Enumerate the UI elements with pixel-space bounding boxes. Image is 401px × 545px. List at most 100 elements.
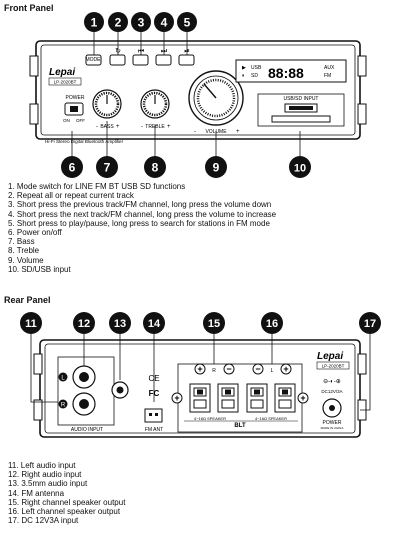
bass-label: BASS bbox=[100, 124, 114, 130]
lcd-display: ▶ ⏸ USB SD 88:88 AUX FM bbox=[235, 59, 347, 83]
svg-text:3: 3 bbox=[138, 16, 145, 30]
usb-port[interactable] bbox=[284, 103, 318, 113]
bass-knob[interactable] bbox=[92, 89, 122, 119]
rear-brand: Lepai bbox=[317, 351, 343, 362]
previous-icon: ⏮ bbox=[138, 48, 144, 55]
fm-antenna-port[interactable] bbox=[144, 408, 163, 423]
svg-text:+: + bbox=[283, 364, 288, 374]
list-item: 6. Power on/off bbox=[8, 228, 62, 238]
svg-text:L: L bbox=[271, 368, 274, 374]
rca-left-jack[interactable] bbox=[72, 365, 96, 389]
dc-polarity-icon: ⊖-◐-⊕ bbox=[323, 379, 341, 385]
list-item: 15. Right channel speaker output bbox=[8, 497, 126, 507]
rca-right-jack[interactable] bbox=[72, 392, 96, 416]
front-panel-title: Front Panel bbox=[4, 3, 54, 13]
svg-text:−: − bbox=[255, 364, 260, 374]
svg-text:R: R bbox=[61, 403, 66, 409]
svg-text:6: 6 bbox=[69, 161, 76, 175]
fm-ant-label: FM ANT bbox=[145, 427, 163, 433]
list-item: 11. Left audio input bbox=[8, 461, 76, 470]
speaker-terminal-r-minus[interactable] bbox=[217, 383, 239, 413]
rear-callouts bbox=[20, 312, 381, 334]
svg-text:USB: USB bbox=[251, 65, 262, 71]
volume-label: VOLUME bbox=[205, 129, 227, 135]
list-item: 17. DC 12V3A input bbox=[8, 516, 79, 526]
list-item: 12. Right audio input bbox=[8, 470, 82, 480]
svg-text:SD: SD bbox=[251, 73, 258, 79]
svg-text:-: - bbox=[194, 129, 196, 135]
svg-text:+: + bbox=[236, 129, 240, 135]
power-label-rear: POWER bbox=[323, 420, 342, 426]
list-item: 5. Short press to play/pause, long press… bbox=[8, 218, 270, 228]
fcc-mark: FC bbox=[149, 389, 160, 398]
svg-text:9: 9 bbox=[213, 161, 220, 175]
svg-text:15: 15 bbox=[208, 318, 220, 330]
power-label: POWER bbox=[66, 95, 85, 101]
svg-text:10: 10 bbox=[294, 163, 306, 175]
svg-text:4: 4 bbox=[161, 16, 168, 30]
dc-power-jack[interactable] bbox=[322, 398, 342, 418]
sd-slot[interactable] bbox=[271, 115, 331, 123]
front-tagline: Hi-Fi Stereo Digital Bluetooth Amplifier bbox=[45, 139, 124, 144]
svg-text:4~16Ω SPEAKER: 4~16Ω SPEAKER bbox=[194, 416, 226, 421]
power-on-label: ON bbox=[63, 118, 70, 123]
front-model: LP-2020BT bbox=[54, 80, 77, 85]
play-pause-icon: ⏯ bbox=[184, 48, 190, 55]
svg-text:-: - bbox=[141, 124, 143, 130]
made-in-label: MADE IN CHINA bbox=[321, 426, 344, 430]
treble-label: TREBLE bbox=[145, 124, 165, 130]
svg-text:FM: FM bbox=[324, 73, 331, 79]
list-item: 14. FM antenna bbox=[8, 488, 65, 498]
list-item: 9. Volume bbox=[8, 255, 44, 265]
list-item: 8. Treble bbox=[8, 246, 40, 256]
svg-text:▶: ▶ bbox=[242, 65, 246, 71]
volume-knob[interactable] bbox=[188, 70, 244, 126]
rear-panel-descriptions: 11. Left audio input 12. Right audio inp… bbox=[8, 461, 125, 525]
aux-3-5mm-jack[interactable] bbox=[111, 381, 129, 399]
svg-text:+: + bbox=[300, 393, 305, 403]
repeat-button[interactable] bbox=[109, 54, 126, 66]
svg-text:⏸: ⏸ bbox=[242, 73, 245, 79]
list-item: 1. Mode switch for LINE FM BT USB SD fun… bbox=[8, 182, 186, 191]
svg-text:L: L bbox=[61, 376, 65, 382]
svg-text:-: - bbox=[96, 124, 98, 130]
svg-text:8: 8 bbox=[152, 161, 159, 175]
svg-text:16: 16 bbox=[266, 318, 278, 330]
svg-text:+: + bbox=[116, 124, 120, 130]
rear-model: LP-2020BT bbox=[322, 364, 345, 369]
svg-text:13: 13 bbox=[114, 318, 126, 330]
list-item: 2. Repeat all or repeat current track bbox=[8, 191, 134, 201]
speaker-terminal-r-plus[interactable] bbox=[189, 383, 211, 413]
mode-button[interactable] bbox=[85, 54, 102, 66]
speaker-terminal-l-minus[interactable] bbox=[246, 383, 268, 413]
front-callout-numbers: 1 2 3 4 5 6 7 8 9 10 bbox=[69, 16, 306, 175]
svg-text:2: 2 bbox=[115, 16, 122, 30]
svg-text:BLT: BLT bbox=[234, 423, 246, 429]
front-panel-descriptions: 1. Mode switch for LINE FM BT USB SD fun… bbox=[8, 182, 276, 274]
front-brand: Lepai bbox=[49, 67, 75, 78]
next-icon: ⏭ bbox=[161, 48, 168, 55]
repeat-icon: ↻ bbox=[115, 48, 121, 55]
speaker-terminal-l-plus[interactable] bbox=[274, 383, 296, 413]
button-icons: ↻ ⏮ ⏭ ⏯ bbox=[115, 48, 190, 55]
treble-knob[interactable] bbox=[140, 89, 170, 119]
rear-panel-title: Rear Panel bbox=[4, 295, 51, 305]
svg-text:5: 5 bbox=[184, 16, 191, 30]
svg-text:+: + bbox=[174, 393, 179, 403]
audio-input-label: AUDIO INPUT bbox=[71, 427, 103, 433]
svg-text:14: 14 bbox=[148, 318, 161, 330]
svg-text:17: 17 bbox=[364, 318, 376, 330]
prev-button[interactable] bbox=[132, 54, 149, 66]
power-off-label: OFF bbox=[76, 118, 85, 123]
list-item: 7. Bass bbox=[8, 237, 35, 247]
polarity-marks: + − − + + + bbox=[171, 363, 309, 404]
front-callouts bbox=[61, 12, 311, 178]
next-button[interactable] bbox=[155, 54, 172, 66]
svg-text:R: R bbox=[212, 368, 216, 374]
power-switch[interactable] bbox=[64, 102, 84, 116]
play-pause-button[interactable] bbox=[178, 54, 195, 66]
list-item: 4. Short press the next track/FM channel… bbox=[8, 209, 277, 219]
mode-label: MODE bbox=[86, 57, 102, 63]
dc-label: DC12V/3A bbox=[321, 389, 342, 394]
